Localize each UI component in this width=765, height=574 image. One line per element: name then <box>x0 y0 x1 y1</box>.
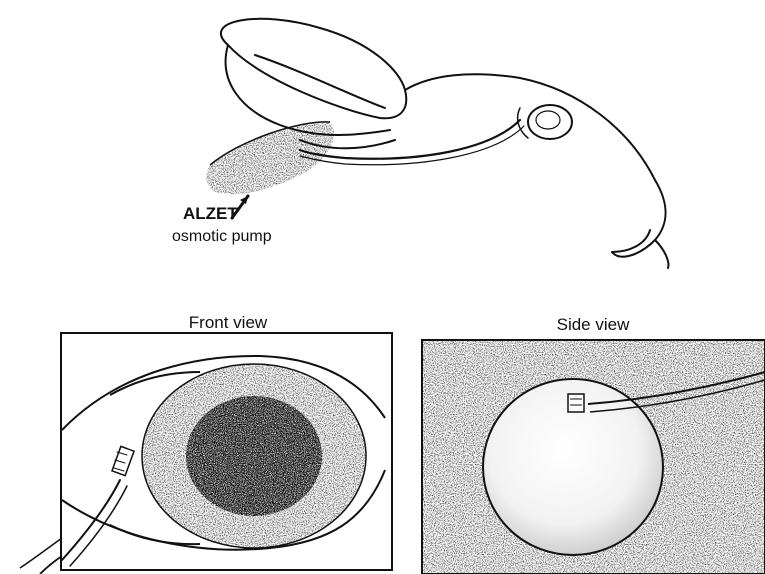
rabbit-head-outline <box>405 74 666 256</box>
front-view-title: Front view <box>189 313 268 332</box>
pump-label-line1: ALZET <box>183 204 238 223</box>
rabbit-ear <box>221 19 406 118</box>
osmotic-pump <box>206 122 333 194</box>
rabbit-eye <box>528 105 572 139</box>
side-view-title: Side view <box>557 315 630 334</box>
side-view-panel <box>422 340 765 574</box>
front-view-panel <box>61 333 392 570</box>
pump-label-line2: osmotic pump <box>172 228 272 245</box>
pupil <box>186 396 322 516</box>
